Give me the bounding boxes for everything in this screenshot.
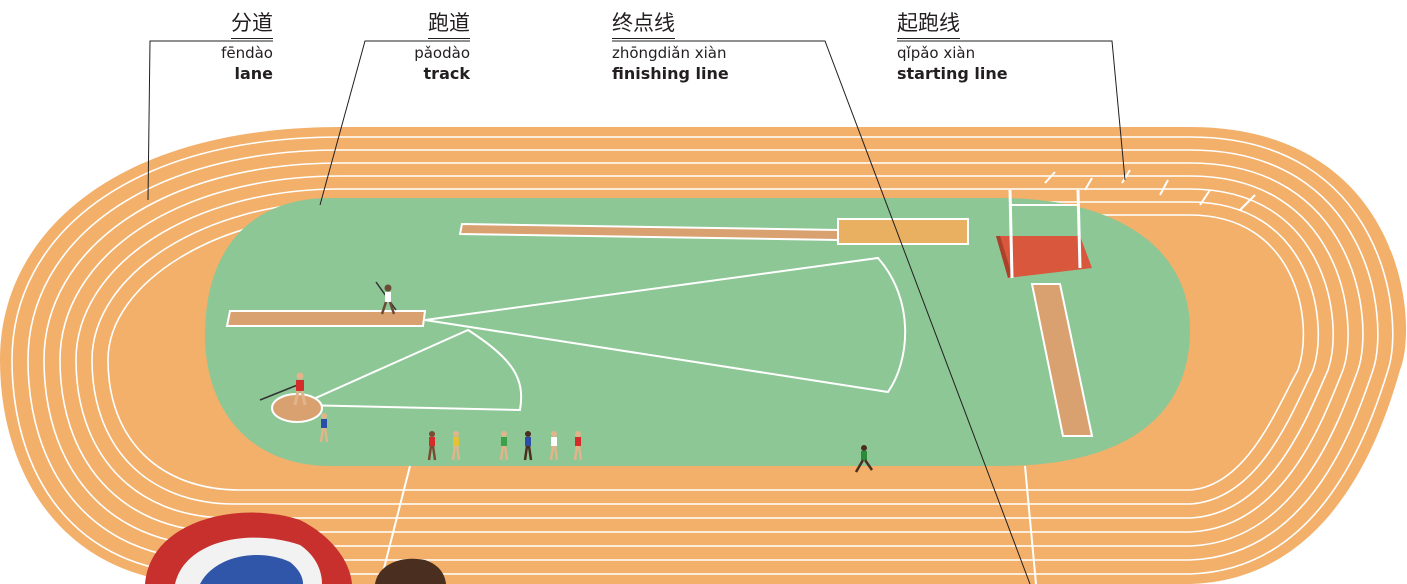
throwing-sectors bbox=[299, 256, 907, 412]
label-lane-pinyin: fēndào bbox=[221, 44, 273, 62]
leader-lines bbox=[147, 40, 1126, 584]
label-finish-english: finishing line bbox=[612, 64, 729, 83]
runner bbox=[499, 431, 509, 461]
label-track-english: track bbox=[423, 64, 470, 83]
high-jump-mat-side bbox=[996, 236, 1012, 278]
sand-pit bbox=[837, 218, 969, 245]
runner bbox=[549, 431, 559, 461]
label-start-chinese: 起跑线 bbox=[897, 10, 960, 39]
runner bbox=[319, 413, 329, 443]
label-starting-line: 起跑线 qǐpǎo xiàn starting line bbox=[897, 10, 1097, 84]
athlete-portrait bbox=[145, 512, 446, 584]
label-finish-chinese: 终点线 bbox=[612, 10, 675, 39]
finish-start-lines bbox=[379, 169, 1256, 584]
javelin-thrower bbox=[375, 281, 397, 315]
label-lane-chinese: 分道 bbox=[231, 10, 273, 39]
high-jump-runway bbox=[1030, 283, 1094, 437]
infield bbox=[205, 198, 1190, 466]
high-jump-mat bbox=[996, 236, 1092, 278]
label-start-pinyin: qǐpǎo xiàn bbox=[897, 44, 976, 62]
hammer-thrower bbox=[259, 372, 307, 406]
label-start-english: starting line bbox=[897, 64, 1008, 83]
label-track-pinyin: pǎodào bbox=[414, 44, 470, 62]
label-lane: 分道 fēndào lane bbox=[170, 10, 273, 84]
label-track: 跑道 pǎodào track bbox=[360, 10, 470, 84]
runner bbox=[451, 431, 461, 461]
runner bbox=[523, 431, 533, 461]
label-finish-pinyin: zhōngdiǎn xiàn bbox=[612, 44, 727, 62]
label-finishing-line: 终点线 zhōngdiǎn xiàn finishing line bbox=[612, 10, 832, 84]
label-track-chinese: 跑道 bbox=[428, 10, 470, 39]
high-jump-stands bbox=[1008, 189, 1082, 279]
athletes bbox=[259, 281, 874, 473]
runner bbox=[573, 431, 583, 461]
label-lane-english: lane bbox=[234, 64, 273, 83]
javelin-runway bbox=[225, 310, 427, 327]
runner bbox=[427, 431, 437, 461]
runner bbox=[854, 445, 874, 473]
